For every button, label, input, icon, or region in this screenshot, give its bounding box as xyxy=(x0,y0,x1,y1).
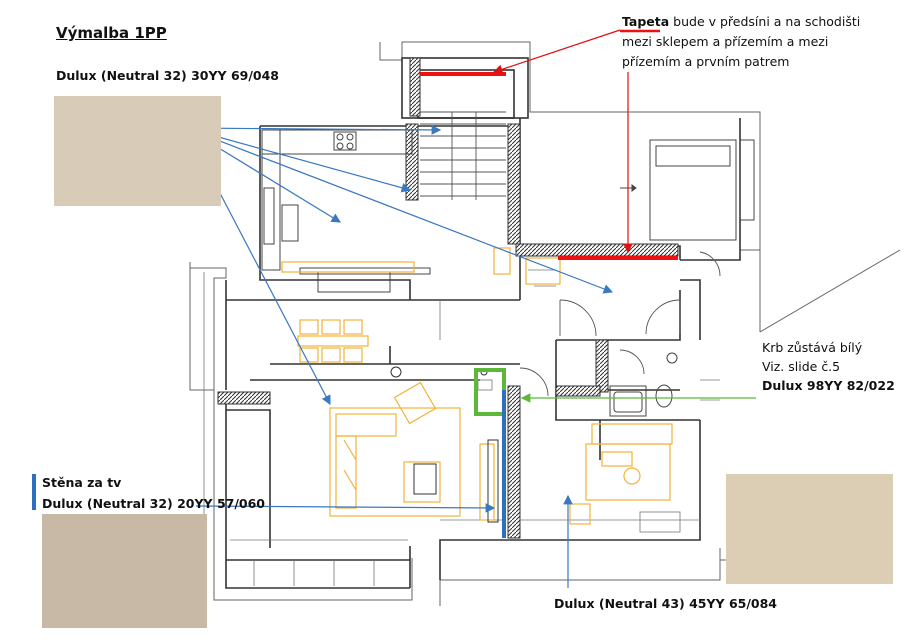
page-title: Výmalba 1PP xyxy=(56,24,167,42)
walls xyxy=(225,57,741,589)
hall-color-swatch xyxy=(54,96,221,206)
bedroom xyxy=(620,139,755,241)
wallpaper-line-1-text: bude v předsíni a na schodišti xyxy=(669,14,861,29)
hatched-walls xyxy=(217,57,679,539)
fireplace-color-label: Dulux 98YY 82/022 xyxy=(762,378,895,393)
kitchen xyxy=(261,129,431,293)
tv-wall-note: Stěna za tv Dulux (Neutral 32) 20YY 57/0… xyxy=(42,472,265,514)
outer-outline xyxy=(189,41,901,606)
tv-wall-color-label: Dulux (Neutral 32) 20YY 57/060 xyxy=(42,496,265,511)
hall-color-label: Dulux (Neutral 32) 30YY 69/048 xyxy=(56,68,279,83)
fireplace-marker xyxy=(474,368,506,416)
furniture xyxy=(281,247,673,525)
wallpaper-note-line-1: Tapeta bude v předsíni a na schodišti xyxy=(622,12,860,32)
fireplace-note: Krb zůstává bílý Viz. slide č.5 Dulux 98… xyxy=(762,338,895,395)
fireplace-note-line-1: Krb zůstává bílý xyxy=(762,340,863,355)
plan-details xyxy=(203,269,720,600)
tv-wall-label-bar xyxy=(32,474,36,510)
furniture-dark-pieces xyxy=(390,366,499,523)
wallpaper-note-line-3: přízemím a prvním patrem xyxy=(622,54,790,69)
tv-wall-title: Stěna za tv xyxy=(42,475,122,490)
bathroom xyxy=(609,352,678,417)
fireplace-note-line-2: Viz. slide č.5 xyxy=(762,359,841,374)
wallpaper-note-line-2: mezi sklepem a přízemím a mezi xyxy=(622,34,829,49)
tv-wall-arrow xyxy=(195,503,496,513)
living-color-swatch xyxy=(726,474,893,584)
wallpaper-keyword: Tapeta xyxy=(622,14,670,29)
hall-color-arrows xyxy=(185,125,614,406)
living-color-label: Dulux (Neutral 43) 45YY 65/084 xyxy=(554,596,777,611)
wallpaper-arrows xyxy=(492,29,633,254)
staircase xyxy=(420,111,506,200)
wallpaper-note: Tapeta bude v předsíni a na schodišti me… xyxy=(622,12,860,72)
tv-wall-color-swatch xyxy=(42,514,207,628)
doors xyxy=(519,251,721,397)
